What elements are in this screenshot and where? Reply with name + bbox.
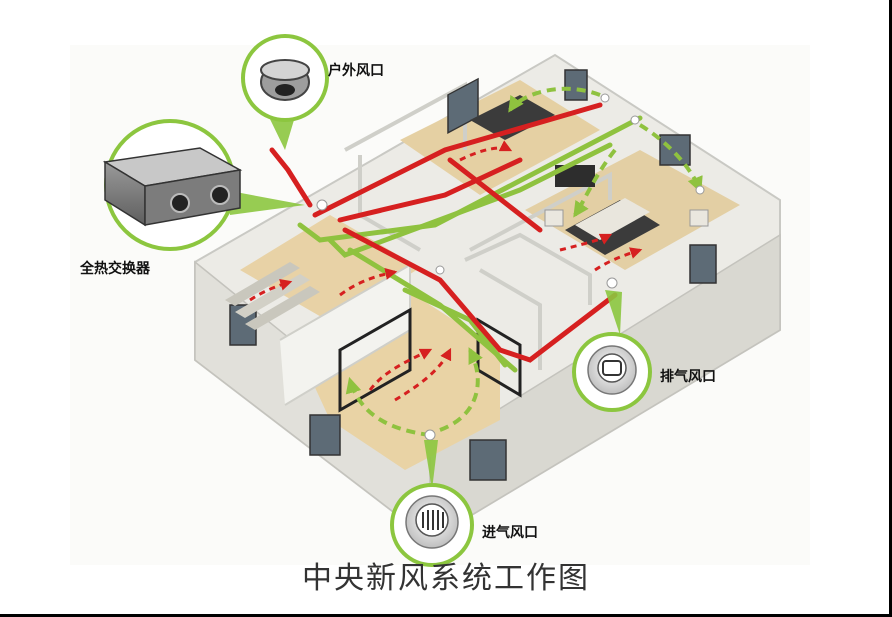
frame-right xyxy=(889,0,892,617)
heat-exchanger-label: 全热交换器 xyxy=(80,261,150,277)
outdoor-vent-icon xyxy=(260,59,310,101)
ceiling-vents xyxy=(316,93,705,441)
exhaust-air-flow xyxy=(249,140,643,402)
heat-exchanger-callout xyxy=(102,119,305,251)
house-model xyxy=(194,53,781,542)
exhaust-vent-label: 排气风口 xyxy=(660,369,716,385)
heat-exchanger-icon xyxy=(102,147,243,227)
outdoor-vent-label: 户外风口 xyxy=(328,63,384,79)
supply-vent-callout xyxy=(390,440,474,567)
exhaust-vent-callout xyxy=(572,290,652,412)
floor-bedroom-1 xyxy=(400,80,600,195)
exhaust-vent-icon xyxy=(587,345,637,395)
supply-vent-icon xyxy=(405,495,459,549)
fresh-air-flow xyxy=(345,86,703,437)
outdoor-vent-callout xyxy=(241,34,329,150)
supply-ducts xyxy=(297,115,643,373)
exhaust-ducts xyxy=(269,102,618,363)
diagram-title: 中央新风系统工作图 xyxy=(302,561,590,596)
supply-vent-label: 进气风口 xyxy=(482,525,538,541)
frame-bottom xyxy=(0,614,892,617)
